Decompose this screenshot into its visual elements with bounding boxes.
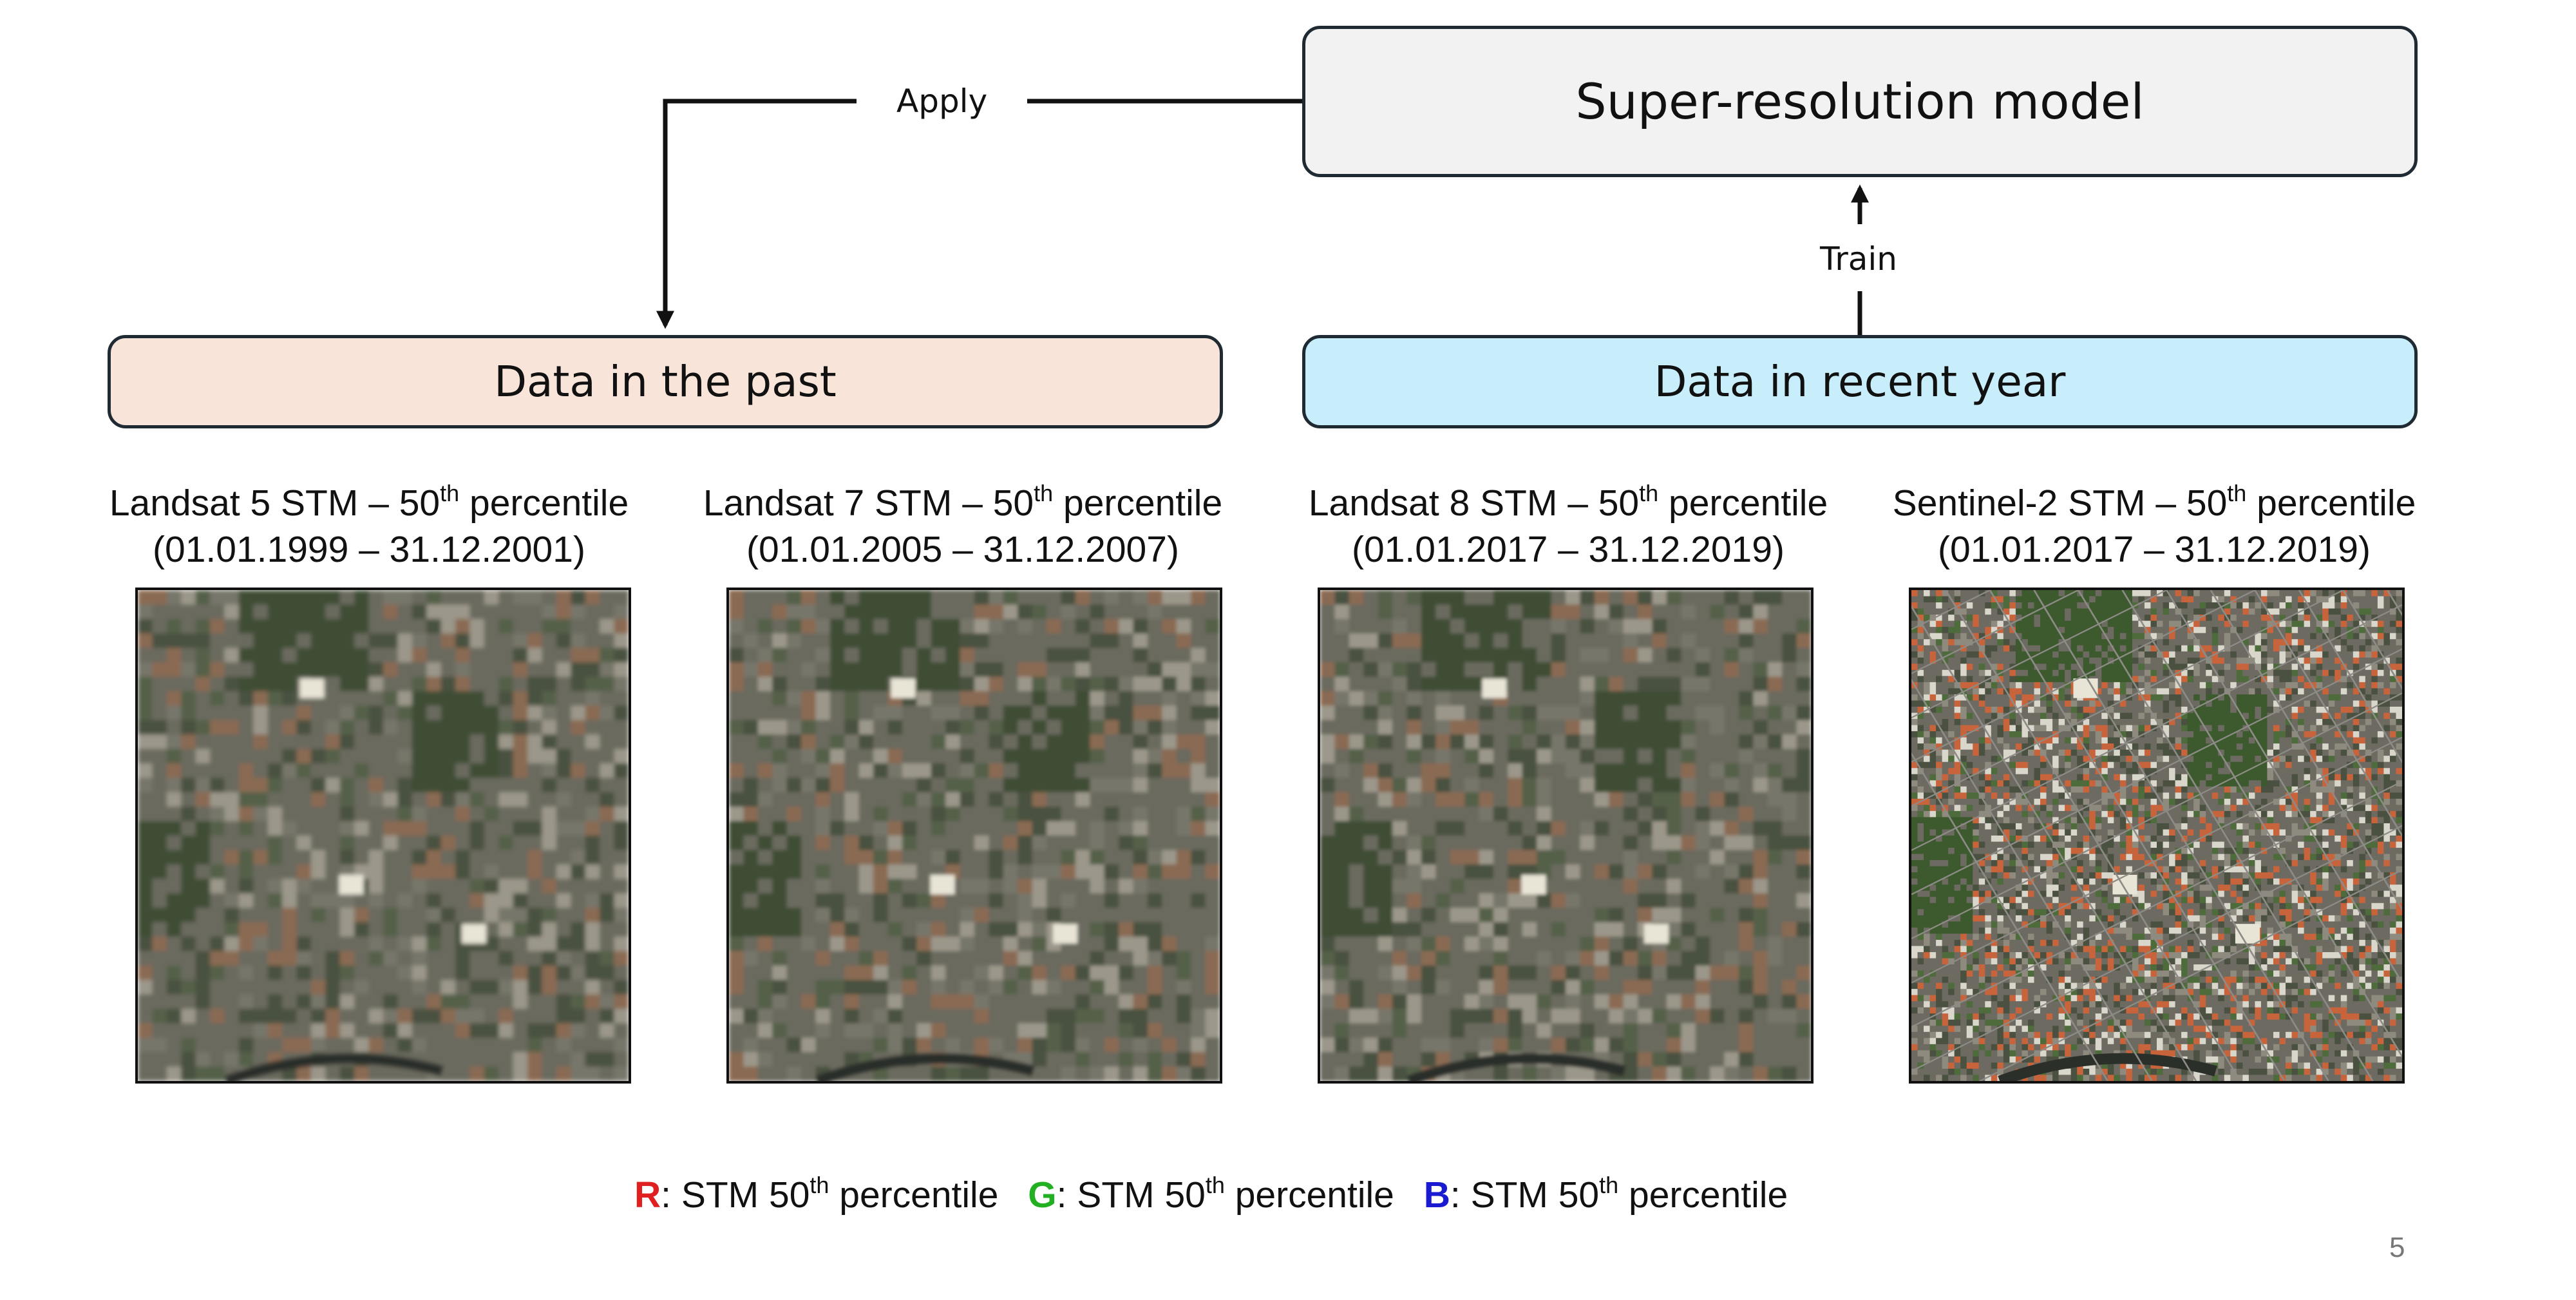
recent-label: Data in recent year — [1654, 357, 2066, 406]
panel-dates: (01.01.2017 – 31.12.2019) — [1352, 529, 1785, 570]
satellite-image-landsat8 — [1318, 588, 1814, 1084]
satellite-image-landsat7 — [726, 588, 1222, 1084]
panel-title: Sentinel-2 STM – 50th percentile — [1892, 480, 2416, 524]
panel-caption-landsat7: Landsat 7 STM – 50th percentile (01.01.2… — [673, 480, 1253, 573]
panel-title: Landsat 7 STM – 50th percentile — [703, 480, 1223, 524]
super-resolution-model-box: Super-resolution model — [1302, 26, 2418, 177]
legend-red: R: STM 50th percentile — [634, 1172, 999, 1216]
legend-blue: B: STM 50th percentile — [1423, 1172, 1788, 1216]
satellite-tile-landsat8 — [1320, 590, 1811, 1081]
satellite-tile-landsat7 — [729, 590, 1220, 1081]
satellite-image-landsat5 — [135, 588, 631, 1084]
data-in-recent-year-box: Data in recent year — [1302, 335, 2418, 428]
rgb-legend: R: STM 50th percentile G: STM 50th perce… — [634, 1174, 1807, 1216]
apply-line-left — [656, 99, 857, 329]
panel-caption-landsat5: Landsat 5 STM – 50th percentile (01.01.1… — [79, 480, 659, 573]
model-label: Super-resolution model — [1575, 73, 2145, 130]
panel-dates: (01.01.1999 – 31.12.2001) — [153, 529, 585, 570]
panel-caption-sentinel2: Sentinel-2 STM – 50th percentile (01.01.… — [1864, 480, 2444, 573]
panel-caption-landsat8: Landsat 8 STM – 50th percentile (01.01.2… — [1278, 480, 1858, 573]
panel-dates: (01.01.2005 – 31.12.2007) — [746, 529, 1179, 570]
legend-green: G: STM 50th percentile — [1028, 1172, 1394, 1216]
satellite-tile-sentinel2 — [1911, 590, 2402, 1081]
apply-label: Apply — [896, 82, 988, 120]
train-label: Train — [1820, 240, 1897, 278]
past-label: Data in the past — [494, 357, 837, 406]
satellite-tile-landsat5 — [138, 590, 629, 1081]
satellite-image-sentinel2 — [1909, 588, 2405, 1084]
panel-dates: (01.01.2017 – 31.12.2019) — [1938, 529, 2371, 570]
page-number: 5 — [2389, 1232, 2405, 1263]
panel-title: Landsat 5 STM – 50th percentile — [109, 480, 629, 524]
data-in-the-past-box: Data in the past — [108, 335, 1223, 428]
panel-title: Landsat 8 STM – 50th percentile — [1308, 480, 1828, 524]
